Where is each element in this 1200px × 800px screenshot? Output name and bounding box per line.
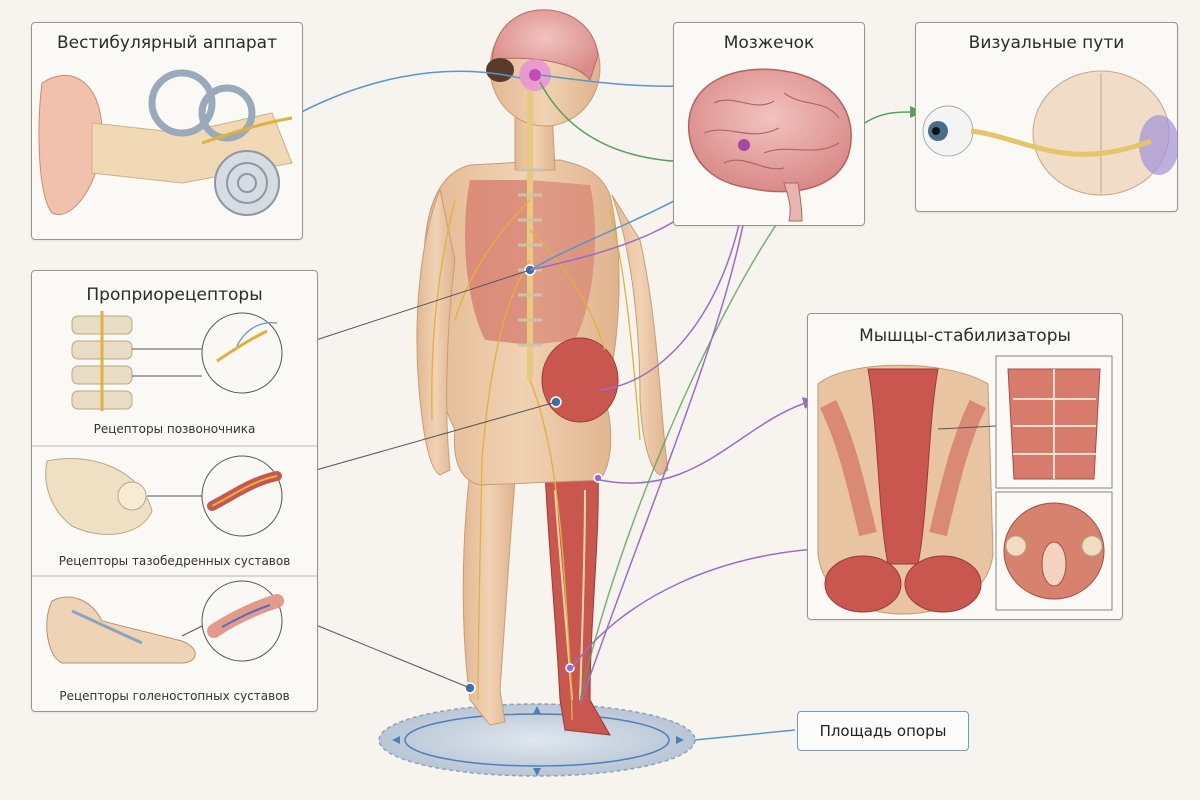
proprioceptors-panel: Проприорецепторы bbox=[31, 270, 318, 712]
cerebellum-panel: Мозжечок bbox=[673, 22, 865, 226]
cerebellum-title: Мозжечок bbox=[723, 33, 815, 53]
visual-panel: Визуальные пути bbox=[915, 22, 1178, 212]
stabilizers-title: Мышцы-стабилизаторы bbox=[859, 326, 1071, 346]
proprioceptors-title: Проприорецепторы bbox=[86, 285, 263, 305]
hip-illustration bbox=[45, 455, 283, 537]
proprioceptor-illustrations bbox=[32, 311, 317, 664]
spine-illustration bbox=[71, 311, 283, 411]
visual-pathway-illustration bbox=[922, 70, 1177, 196]
stabilizer-muscles-illustration bbox=[817, 355, 1113, 615]
spine-receptors-caption: Рецепторы позвоночника bbox=[93, 422, 256, 436]
support-platform bbox=[378, 703, 696, 777]
support-area-label: Площадь опоры bbox=[797, 711, 969, 751]
vestibular-title: Вестибулярный аппарат bbox=[56, 33, 277, 53]
stabilizers-panel: Мышцы-стабилизаторы bbox=[807, 313, 1123, 620]
visual-title: Визуальные пути bbox=[968, 33, 1125, 53]
ankle-illustration bbox=[46, 580, 284, 664]
vestibular-panel: Вестибулярный аппарат bbox=[31, 22, 303, 240]
human-figure bbox=[416, 9, 669, 736]
brain-illustration bbox=[688, 68, 852, 222]
hip-receptors-caption: Рецепторы тазобедренных суставов bbox=[58, 554, 291, 568]
inner-ear-illustration bbox=[38, 69, 293, 216]
ankle-receptors-caption: Рецепторы голеностопных суставов bbox=[59, 689, 290, 703]
